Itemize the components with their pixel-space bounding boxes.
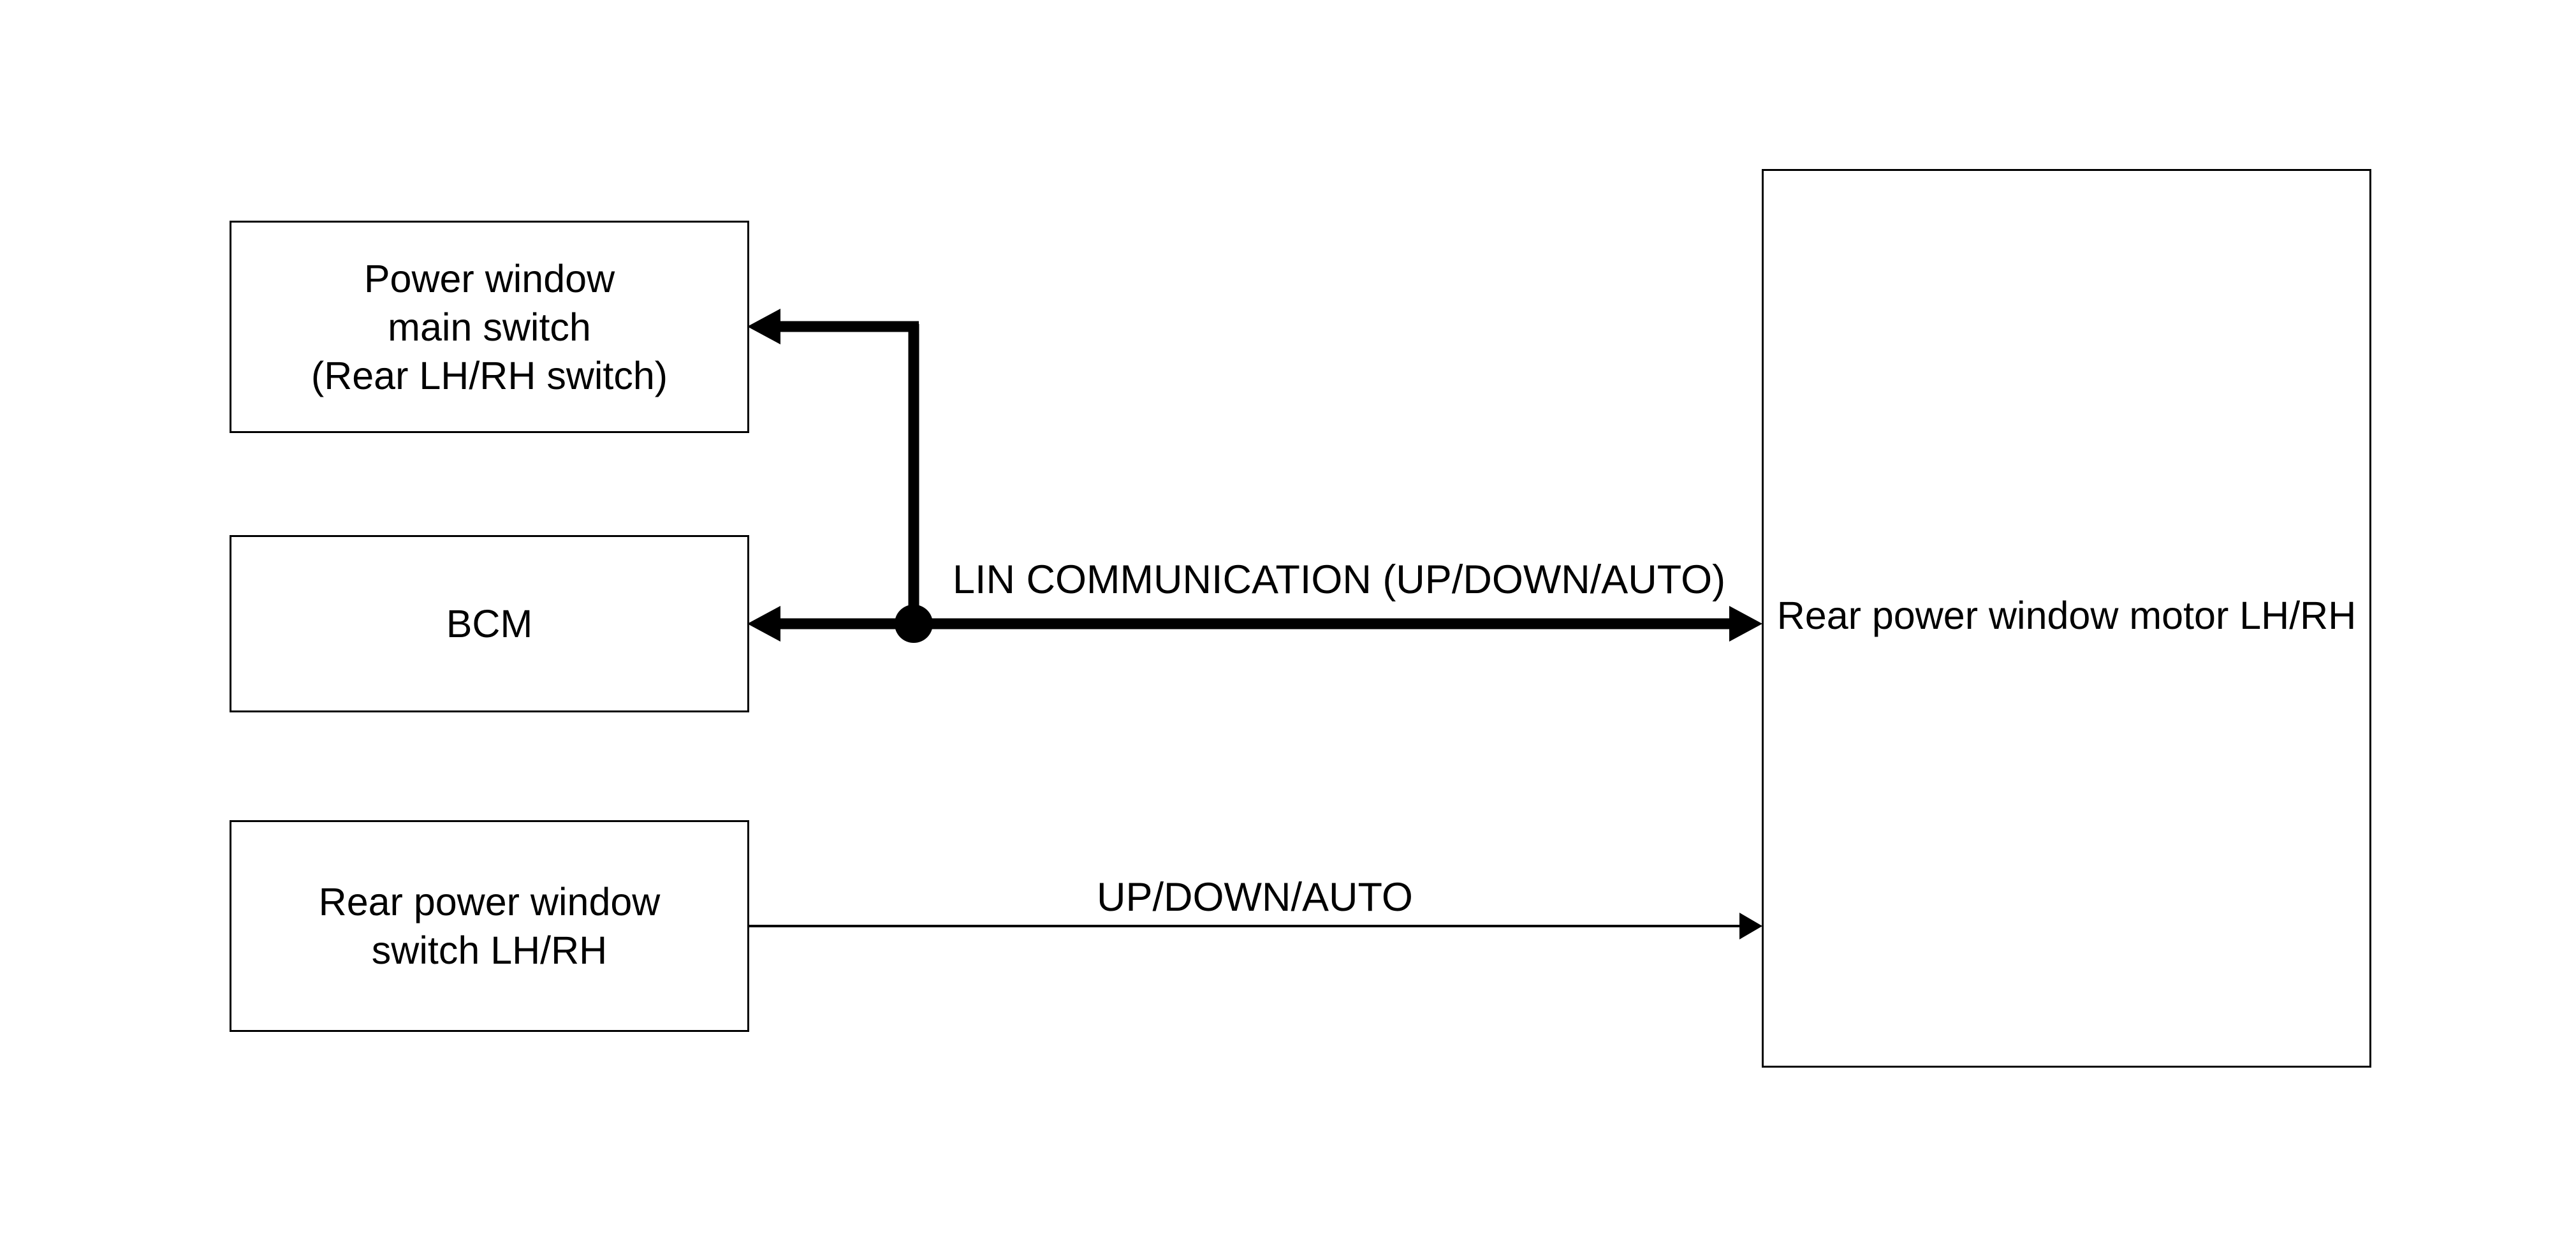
motor-label: Rear power window motor LH/RH	[1776, 593, 2357, 637]
lin-communication-label: LIN COMMUNICATION (UP/DOWN/AUTO)	[953, 557, 1726, 602]
bcm-label: BCM	[446, 602, 533, 645]
main-switch-label-line-3: (Rear LH/RH switch)	[311, 353, 668, 397]
main-switch-label-line-1: Power window	[363, 256, 615, 300]
rear-switch-label-line-2: switch LH/RH	[371, 929, 608, 972]
arrow-to-bcm-icon	[747, 606, 780, 642]
main-switch-label-line-2: main switch	[388, 305, 591, 349]
rear-switch-label-line-1: Rear power window	[318, 880, 661, 923]
power-window-main-switch-block: Power window main switch (Rear LH/RH swi…	[230, 221, 749, 433]
rear-power-window-switch-block: Rear power window switch LH/RH	[230, 820, 749, 1032]
junction-dot	[895, 605, 933, 643]
arrow-to-motor-updown-icon	[1739, 913, 1762, 939]
bcm-block: BCM	[230, 535, 749, 712]
updown-auto-label: UP/DOWN/AUTO	[1097, 875, 1413, 920]
arrow-to-motor-lin-icon	[1729, 606, 1762, 642]
rear-power-window-motor-block: Rear power window motor LH/RH	[1762, 169, 2371, 1068]
arrow-to-main-switch-icon	[747, 309, 780, 344]
